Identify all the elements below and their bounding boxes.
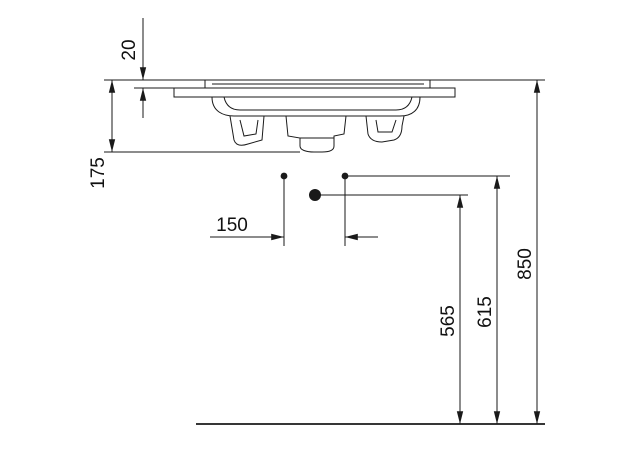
dimension-lines	[108, 18, 541, 425]
waste-outlet-point	[309, 189, 321, 201]
basin-bracket-right	[365, 115, 405, 143]
washbasin	[173, 79, 456, 153]
basin-rim	[173, 87, 456, 98]
label-rim-height: 850	[515, 248, 536, 280]
basin-bracket-left	[229, 115, 265, 146]
reference-lines	[104, 79, 545, 425]
basin-bowl	[211, 96, 421, 117]
basin-bracket-left-inner	[239, 119, 259, 137]
label-waste-outlet-height: 565	[438, 305, 459, 337]
connection-points	[280, 172, 349, 201]
label-supply-height: 615	[475, 296, 496, 328]
basin-bowl-curve	[223, 96, 413, 111]
label-rim-thickness: 20	[119, 39, 140, 60]
label-waste-height: 175	[88, 157, 109, 189]
basin-bracket-right-inner	[375, 119, 397, 133]
basin-siphon	[285, 115, 347, 153]
label-pipe-spacing: 150	[216, 215, 248, 236]
